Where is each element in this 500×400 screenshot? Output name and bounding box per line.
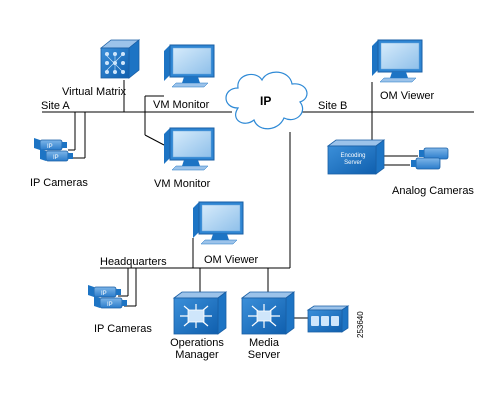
- media-server-label: Media Server: [247, 337, 281, 361]
- media-server-icon: [240, 291, 296, 335]
- site-a-monitor2-link-h: [144, 134, 165, 146]
- operations-manager-icon: [172, 291, 228, 335]
- analog-camera-icon: [418, 147, 449, 160]
- connection-lines: [42, 80, 474, 319]
- encoding-server-icon: [326, 139, 386, 175]
- ip-cameras-hq-label: IP Cameras: [94, 323, 152, 335]
- ip-cloud-icon: [225, 71, 308, 130]
- ip-cloud-label: IP: [260, 94, 272, 108]
- site-b-label: Site B: [318, 100, 348, 112]
- vm-monitor-mid-label: VM Monitor: [154, 178, 211, 190]
- om-viewer-b-icon: [371, 39, 423, 83]
- ip-camera-icon: [39, 139, 68, 151]
- analog-cameras-label: Analog Cameras: [392, 185, 474, 197]
- ip-camera-icon: [99, 297, 128, 309]
- ip-camera-icon: [93, 286, 122, 298]
- om-viewer-b-label: OM Viewer: [380, 90, 435, 102]
- ip-camera-icon: [45, 150, 74, 162]
- vm-monitor-top-label: VM Monitor: [153, 99, 210, 111]
- om-viewer-hq-icon: [192, 201, 244, 245]
- virtual-matrix-label: Virtual Matrix: [62, 86, 126, 98]
- analog-camera-icon: [410, 157, 441, 170]
- operations-manager-label: Operations Manager: [170, 337, 224, 361]
- virtual-matrix-icon: [99, 39, 141, 79]
- vm-monitor-mid-icon: [163, 127, 215, 171]
- encoding-server-label: Encoding Server: [340, 153, 366, 166]
- storage-icon: [306, 305, 350, 333]
- site-a-label: Site A: [41, 100, 70, 112]
- om-viewer-hq-label: OM Viewer: [204, 254, 259, 266]
- headquarters-label: Headquarters: [100, 256, 167, 268]
- vm-monitor-top-icon: [163, 44, 215, 88]
- figure-number: 253640: [356, 311, 365, 338]
- ip-cameras-a-label: IP Cameras: [30, 177, 88, 189]
